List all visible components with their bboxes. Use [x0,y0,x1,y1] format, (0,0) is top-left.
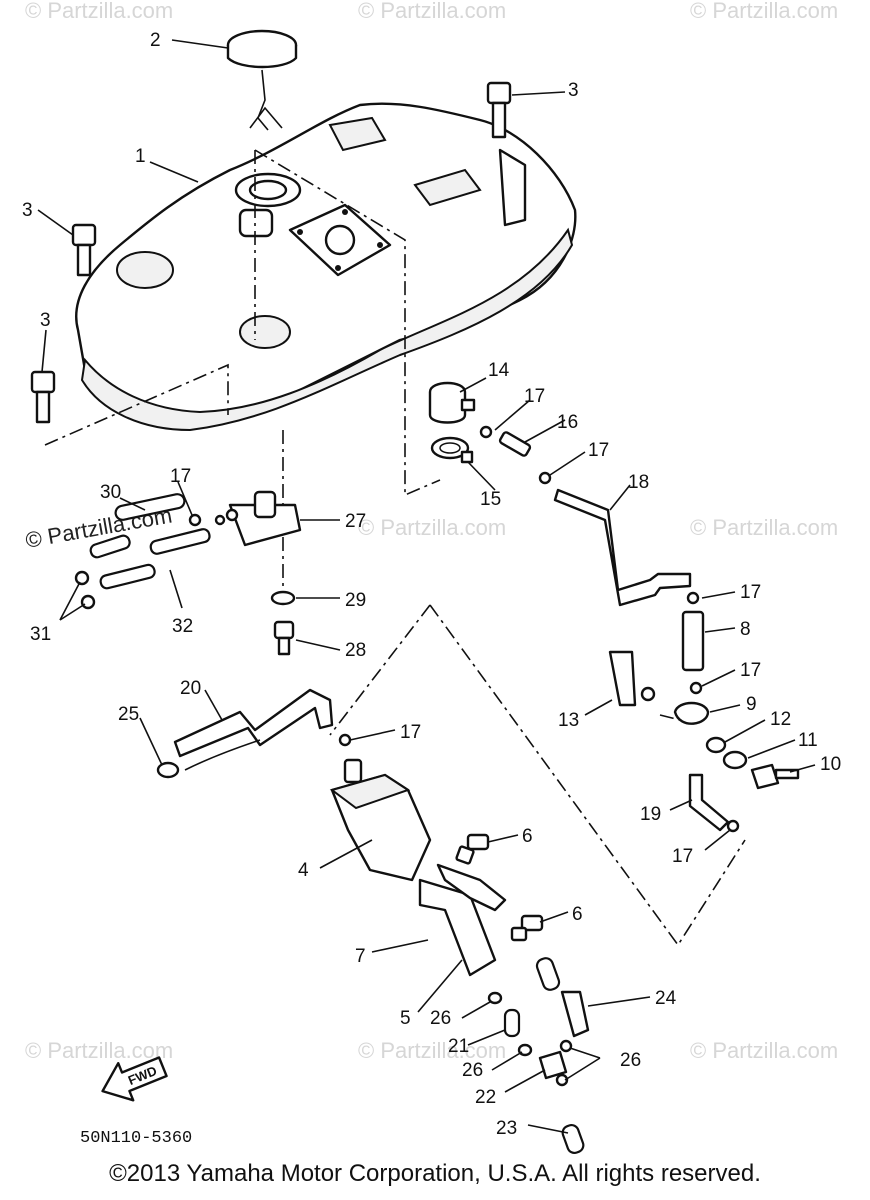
callout-18[interactable]: 18 [628,472,649,493]
watermark: © Partzilla.com [358,1038,506,1063]
callout-6[interactable]: 6 [572,904,583,925]
hoses-left [59,493,211,621]
callout-9[interactable]: 9 [746,694,757,715]
watermark: © Partzilla.com [690,515,838,540]
callout-31[interactable]: 31 [30,624,51,645]
callout-22[interactable]: 22 [475,1087,496,1108]
callout-28[interactable]: 28 [345,640,366,661]
callout-8[interactable]: 8 [740,619,751,640]
callout-10[interactable]: 10 [820,754,841,775]
fitting-and-hose [479,425,692,607]
valve-assembly [608,591,800,833]
callouts: 2 3 1 3 3 14 17 16 17 18 15 17 30 27 29 … [22,30,841,1139]
callout-16[interactable]: 16 [557,412,578,433]
callout-17[interactable]: 17 [740,660,761,681]
callout-32[interactable]: 32 [172,616,193,637]
bolts [30,81,512,424]
callout-25[interactable]: 25 [118,704,139,725]
assembly-lines [44,149,746,947]
small-hoses [487,957,590,1155]
copyright-notice: ©2013 Yamaha Motor Corporation, U.S.A. A… [109,1160,761,1187]
hose-20 [156,688,352,779]
callout-5[interactable]: 5 [400,1008,411,1029]
callout-17[interactable]: 17 [588,440,609,461]
fuel-cap [226,29,298,131]
callout-17[interactable]: 17 [400,722,421,743]
watermark: © Partzilla.com [25,1038,173,1063]
watermark: © Partzilla.com [690,1038,838,1063]
callout-11[interactable]: 11 [798,730,818,751]
callout-17[interactable]: 17 [170,466,191,487]
callout-26[interactable]: 26 [430,1008,451,1029]
callout-23[interactable]: 23 [496,1118,517,1139]
callout-26[interactable]: 26 [620,1050,641,1071]
callout-15[interactable]: 15 [480,489,501,510]
watermark: © Partzilla.com [358,0,506,23]
callout-2[interactable]: 2 [150,30,161,51]
watermark: © Partzilla.com [25,0,173,23]
canister [329,758,507,977]
callout-7[interactable]: 7 [355,946,366,967]
callout-4[interactable]: 4 [298,860,309,881]
callout-21[interactable]: 21 [448,1036,469,1057]
callout-17[interactable]: 17 [740,582,761,603]
callout-6[interactable]: 6 [522,826,533,847]
callout-17[interactable]: 17 [672,846,693,867]
watermark: © Partzilla.com [690,0,838,23]
leader-lines [37,39,816,1134]
callout-24[interactable]: 24 [655,988,677,1009]
watermark: © Partzilla.com [358,515,506,540]
diagram-code: 50N110-5360 [80,1129,192,1148]
watermarks: © Partzilla.com © Partzilla.com © Partzi… [25,0,838,1063]
callout-29[interactable]: 29 [345,590,366,611]
callout-17[interactable]: 17 [524,386,545,407]
callout-30[interactable]: 30 [100,482,121,503]
callout-19[interactable]: 19 [640,804,661,825]
washer-and-screw [270,590,296,656]
callout-3[interactable]: 3 [40,310,51,331]
callout-3[interactable]: 3 [568,80,579,101]
callout-26[interactable]: 26 [462,1060,483,1081]
callout-14[interactable]: 14 [488,360,510,381]
fuel-tank [75,102,577,432]
callout-12[interactable]: 12 [770,709,791,730]
fuel-cock [214,490,302,547]
callout-3[interactable]: 3 [22,200,33,221]
cap-and-clamp [428,381,476,464]
callout-27[interactable]: 27 [345,511,366,532]
callout-20[interactable]: 20 [180,678,201,699]
callout-1[interactable]: 1 [135,146,146,167]
callout-13[interactable]: 13 [558,710,579,731]
bolts-6 [455,833,544,942]
